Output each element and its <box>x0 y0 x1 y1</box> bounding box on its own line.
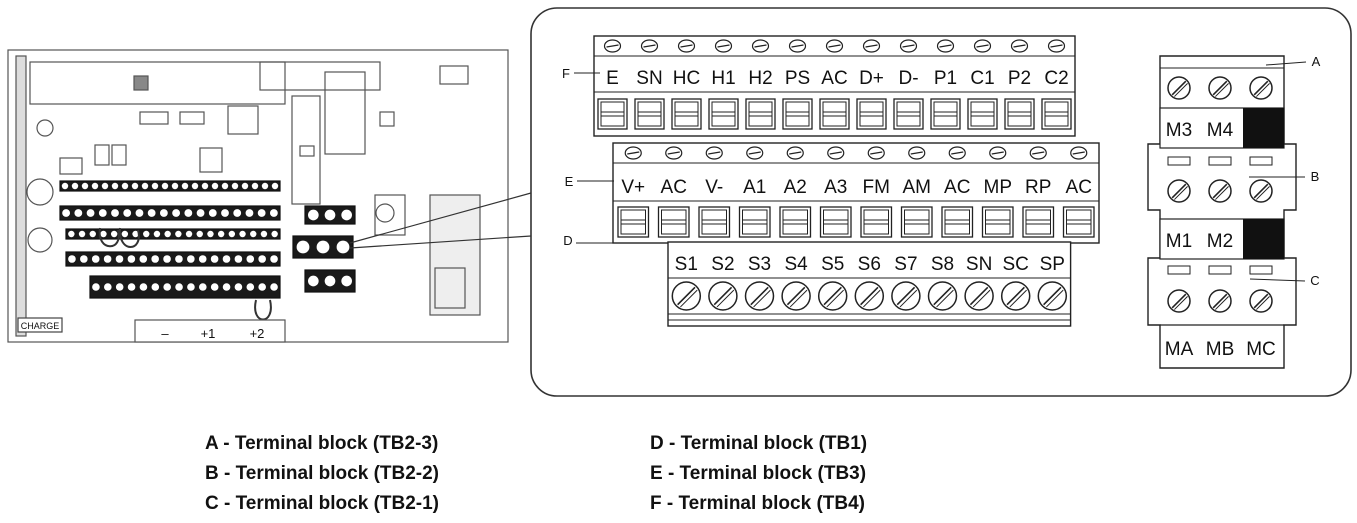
terminal-label: SC <box>1002 254 1028 275</box>
tb2-housing <box>1147 55 1297 369</box>
indicator-slot <box>1249 265 1273 275</box>
callout-letter: F <box>562 66 570 81</box>
terminal-label: AC <box>661 177 687 198</box>
terminal-label: S1 <box>675 254 698 275</box>
terminal-label: P1 <box>934 68 957 89</box>
legend-left: A - Terminal block (TB2-3) B - Terminal … <box>205 429 439 519</box>
terminal-label: A2 <box>784 177 807 198</box>
terminal-label: SN <box>966 254 992 275</box>
callout-line <box>1265 61 1307 66</box>
terminal-label: S3 <box>748 254 771 275</box>
terminal-label: S5 <box>821 254 844 275</box>
terminal-label: HC <box>673 68 700 89</box>
terminal-label: S4 <box>784 254 808 275</box>
terminal-label: V+ <box>621 177 645 198</box>
terminal-label: A1 <box>743 177 766 198</box>
legend-item-a: A - Terminal block (TB2-3) <box>205 433 439 454</box>
callout-letter: B <box>1311 169 1320 184</box>
terminal-label: C1 <box>970 68 994 89</box>
terminal-label: MA <box>1165 339 1194 360</box>
terminal-label: V- <box>705 177 723 198</box>
legend-right: D - Terminal block (TB1) E - Terminal bl… <box>650 429 867 519</box>
terminal-label: H1 <box>711 68 735 89</box>
terminal-label: M3 <box>1166 120 1192 141</box>
terminal-label: D+ <box>859 68 884 89</box>
terminal-block-tb1: S1 S2 S3 S4 S5 S6 S7 S8 SN SC SP <box>667 241 1072 327</box>
terminal-label: C2 <box>1044 68 1068 89</box>
callout-line <box>1249 278 1306 282</box>
terminal-label: H2 <box>748 68 772 89</box>
terminal-label: S7 <box>894 254 917 275</box>
terminal-label: M1 <box>1166 231 1192 252</box>
indicator-slot <box>1167 265 1191 275</box>
terminal-label: AC <box>944 177 970 198</box>
terminal-label: AM <box>903 177 932 198</box>
blank-terminal <box>1243 108 1284 148</box>
indicator-slot <box>1208 156 1232 166</box>
terminal-label: M2 <box>1207 231 1233 252</box>
terminal-label: S8 <box>931 254 954 275</box>
terminal-label: MC <box>1246 339 1276 360</box>
callout-letter: E <box>565 174 574 189</box>
terminal-label: AC <box>821 68 847 89</box>
terminal-label: M4 <box>1207 120 1234 141</box>
callout-letters: F E D A B C <box>562 54 1321 288</box>
terminal-label: D- <box>898 68 918 89</box>
terminal-label: E <box>606 68 619 89</box>
indicator-slot <box>1249 156 1273 166</box>
legend-item-f: F - Terminal block (TB4) <box>650 493 866 514</box>
terminal-label: A3 <box>824 177 847 198</box>
terminal-label: MB <box>1206 339 1235 360</box>
terminal-label: RP <box>1025 177 1051 198</box>
bus-terminal-label: – <box>161 326 169 341</box>
terminal-label: SP <box>1040 254 1065 275</box>
charge-label: CHARGE <box>21 321 60 331</box>
blank-terminal <box>1243 219 1284 259</box>
bus-terminal-label: +2 <box>250 326 265 341</box>
callout-letter: A <box>1312 54 1321 69</box>
callout-letter: C <box>1310 273 1319 288</box>
terminal-label: S2 <box>711 254 734 275</box>
legend-item-e: E - Terminal block (TB3) <box>650 463 867 484</box>
callout-letter: D <box>563 233 572 248</box>
terminal-label: FM <box>863 177 890 198</box>
indicator-slot <box>1167 156 1191 166</box>
control-board-drawing: CHARGE – +1 +2 <box>7 49 509 343</box>
terminal-label: AC <box>1066 177 1092 198</box>
zoom-leader-lines <box>349 192 532 249</box>
terminal-label: P2 <box>1008 68 1031 89</box>
legend-item-c: C - Terminal block (TB2-1) <box>205 493 440 514</box>
terminal-label: PS <box>785 68 810 89</box>
terminal-label: MP <box>984 177 1013 198</box>
legend-item-b: B - Terminal block (TB2-2) <box>205 463 440 484</box>
bus-terminal-label: +1 <box>201 326 216 341</box>
terminal-block-tb3: V+ AC V- A1 A2 A3 FM AM AC MP RP AC <box>612 142 1100 244</box>
terminal-label: S6 <box>858 254 881 275</box>
indicator-slot <box>1208 265 1232 275</box>
terminal-block-tb4: E SN HC H1 H2 PS AC D+ D- P1 C1 P2 C2 <box>593 35 1076 137</box>
legend-item-d: D - Terminal block (TB1) <box>650 433 868 454</box>
terminal-label: SN <box>636 68 662 89</box>
